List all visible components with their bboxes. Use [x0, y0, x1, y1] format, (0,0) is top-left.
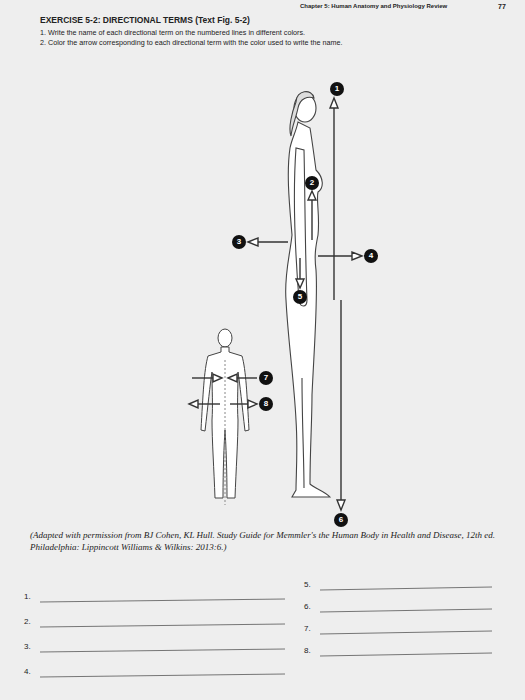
arm	[295, 148, 307, 306]
answer-line	[320, 631, 492, 634]
answer-line	[40, 599, 285, 602]
callout-circle	[334, 513, 348, 527]
callout-circle	[305, 176, 319, 190]
leg-line	[302, 378, 304, 488]
callout-circle	[330, 82, 344, 96]
answer-number: 3.	[24, 642, 40, 652]
hair	[290, 92, 314, 136]
callout-number: 8	[259, 398, 273, 410]
arrowhead	[296, 279, 304, 288]
arrow-shaft	[333, 104, 334, 300]
callout-circle	[232, 235, 246, 249]
arrowhead	[189, 400, 198, 408]
figure-caption: (Adapted with permission from BJ Cohen, …	[30, 530, 498, 553]
callout-number: 6	[334, 514, 348, 526]
callout-circle	[259, 397, 273, 411]
arrowhead	[248, 238, 258, 246]
arrowhead	[308, 191, 316, 200]
arrow-shaft	[340, 300, 341, 504]
answer-line	[320, 653, 492, 656]
answer-lines	[40, 587, 492, 677]
answer-number: 7.	[304, 624, 320, 634]
answer-line	[320, 609, 492, 612]
callout-circle	[364, 249, 378, 263]
callout-number: 3	[232, 236, 246, 248]
arrow-shaft	[254, 241, 288, 242]
midline	[225, 360, 226, 505]
callout-number: 5	[293, 291, 307, 303]
front-figure	[201, 329, 249, 505]
callout-number: 4	[364, 250, 378, 262]
arrowhead	[352, 252, 362, 260]
callout-circles	[232, 82, 378, 527]
arrowhead	[213, 374, 222, 382]
running-header: Chapter 5: Human Anatomy and Physiology …	[300, 3, 490, 10]
answer-number: 1.	[24, 592, 40, 602]
instruction: 1. Write the name of each directional te…	[40, 29, 510, 38]
head	[218, 329, 232, 347]
instruction: 2. Color the arrow corresponding to each…	[40, 39, 510, 48]
exercise-title: EXERCISE 5-2: DIRECTIONAL TERMS (Text Fi…	[40, 15, 340, 25]
answer-number: 6.	[304, 602, 320, 612]
callout-circle	[293, 290, 307, 304]
callout-circle	[259, 371, 273, 385]
page-number: 77	[498, 3, 518, 11]
arrow-shaft	[318, 255, 356, 256]
answer-number: 5.	[304, 580, 320, 590]
answer-number: 4.	[24, 667, 40, 677]
answer-line	[320, 587, 492, 590]
answer-line	[40, 624, 285, 627]
arrowhead	[330, 98, 338, 108]
direction-arrows	[189, 98, 362, 510]
answer-number: 8.	[304, 646, 320, 656]
callout-number: 2	[305, 177, 319, 189]
callout-number: 1	[330, 83, 344, 95]
callout-number: 7	[259, 372, 273, 384]
body-outline	[286, 122, 330, 497]
arrowhead	[228, 374, 237, 382]
arrowhead	[248, 400, 257, 408]
answer-line	[40, 674, 285, 677]
answer-number: 2.	[24, 617, 40, 627]
side-figure	[286, 92, 330, 497]
arrowhead	[337, 500, 345, 510]
arrow-shaft	[195, 403, 220, 404]
arrow-shaft	[311, 196, 312, 240]
answer-line	[40, 649, 285, 652]
